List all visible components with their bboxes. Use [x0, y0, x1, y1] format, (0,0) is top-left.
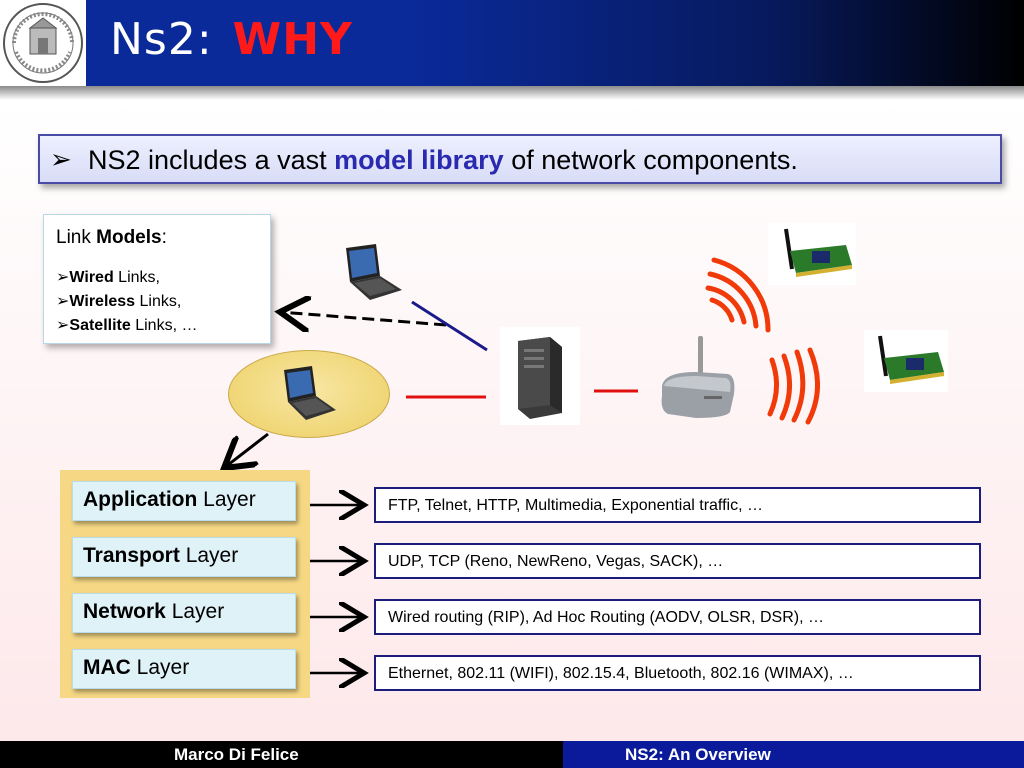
link-item-bold: Wired: [69, 269, 114, 286]
protocols-transport: UDP, TCP (Reno, NewReno, Vegas, SACK), …: [374, 543, 981, 579]
protocols-network: Wired routing (RIP), Ad Hoc Routing (AOD…: [374, 599, 981, 635]
laptop-icon: [276, 364, 340, 422]
layer-name: Application: [83, 488, 198, 511]
laptop-icon: [336, 242, 406, 302]
layer-label: Application Layer: [83, 488, 256, 512]
page-title: Ns2: WHY: [110, 14, 353, 65]
layer-suffix: Layer: [165, 600, 225, 623]
link-title-plain: Link: [56, 227, 97, 248]
bullet-keyword: model library: [334, 145, 504, 175]
bullet-suffix: of network components.: [503, 145, 798, 175]
link-item-rest: Links,: [135, 293, 182, 310]
layer-application: Application Layer: [72, 481, 296, 521]
title-main: Ns2:: [110, 14, 213, 65]
layer-transport: Transport Layer: [72, 537, 296, 577]
wired-link-blue: [411, 300, 488, 352]
layer-suffix: Layer: [197, 488, 256, 511]
protocol-list: Ethernet, 802.11 (WIFI), 802.15.4, Bluet…: [388, 665, 854, 682]
protocol-list: Wired routing (RIP), Ad Hoc Routing (AOD…: [388, 609, 824, 626]
protocol-list: FTP, Telnet, HTTP, Multimedia, Exponenti…: [388, 497, 763, 514]
bullet-callout: ➢ NS2 includes a vast model library of n…: [38, 134, 1002, 184]
bullet-text: NS2 includes a vast model library of net…: [88, 145, 798, 176]
wifi-router-icon: [656, 334, 738, 420]
layer-network: Network Layer: [72, 593, 296, 633]
footer-topic: NS2: An Overview: [625, 745, 771, 764]
layer-suffix: Layer: [179, 544, 239, 567]
link-item-rest: Links, …: [130, 317, 198, 334]
protocol-list: UDP, TCP (Reno, NewReno, Vegas, SACK), …: [388, 553, 724, 570]
footer-author-bar: Marco Di Felice: [0, 741, 563, 768]
layer-mac: MAC Layer: [72, 649, 296, 689]
link-item-wired: ➢Wired Links,: [56, 269, 160, 286]
title-accent: WHY: [232, 14, 353, 65]
signal-waves-icon: [705, 257, 771, 333]
dashed-arrow: [280, 312, 447, 325]
bullet-arrow-icon: ➢: [50, 144, 72, 174]
layer-label: MAC Layer: [83, 656, 189, 680]
layer-name: MAC: [83, 656, 131, 679]
footer-topic-bar: NS2: An Overview: [563, 741, 1024, 768]
layer-arrow: [224, 432, 269, 468]
link-models-box: Link Models: ➢Wired Links, ➢Wireless Lin…: [43, 214, 271, 344]
layer-suffix: Layer: [130, 656, 190, 679]
link-item-wireless: ➢Wireless Links,: [56, 293, 182, 310]
layer-name: Network: [83, 600, 166, 623]
link-title-bold: Models: [96, 227, 162, 248]
link-models-title: Link Models:: [56, 227, 167, 249]
link-item-rest: Links,: [113, 269, 160, 286]
bullet-prefix: NS2 includes a vast: [88, 145, 335, 175]
protocols-mac: Ethernet, 802.11 (WIFI), 802.15.4, Bluet…: [374, 655, 981, 691]
wireless-card-icon: [768, 223, 856, 285]
protocols-application: FTP, Telnet, HTTP, Multimedia, Exponenti…: [374, 487, 981, 523]
link-item-satellite: ➢Satellite Links, …: [56, 317, 198, 334]
wireless-card-icon: [864, 330, 948, 392]
footer-author: Marco Di Felice: [174, 745, 299, 764]
university-seal-logo: [0, 0, 86, 86]
server-tower-icon: [500, 327, 580, 425]
link-item-bold: Satellite: [69, 317, 131, 334]
layer-label: Network Layer: [83, 600, 224, 624]
link-title-colon: :: [161, 227, 167, 248]
header-shadow: [0, 86, 1024, 100]
signal-waves-icon: [767, 347, 821, 425]
link-item-bold: Wireless: [69, 293, 136, 310]
layer-name: Transport: [83, 544, 180, 567]
layer-label: Transport Layer: [83, 544, 238, 568]
slide-header: Ns2: WHY: [0, 0, 1024, 86]
